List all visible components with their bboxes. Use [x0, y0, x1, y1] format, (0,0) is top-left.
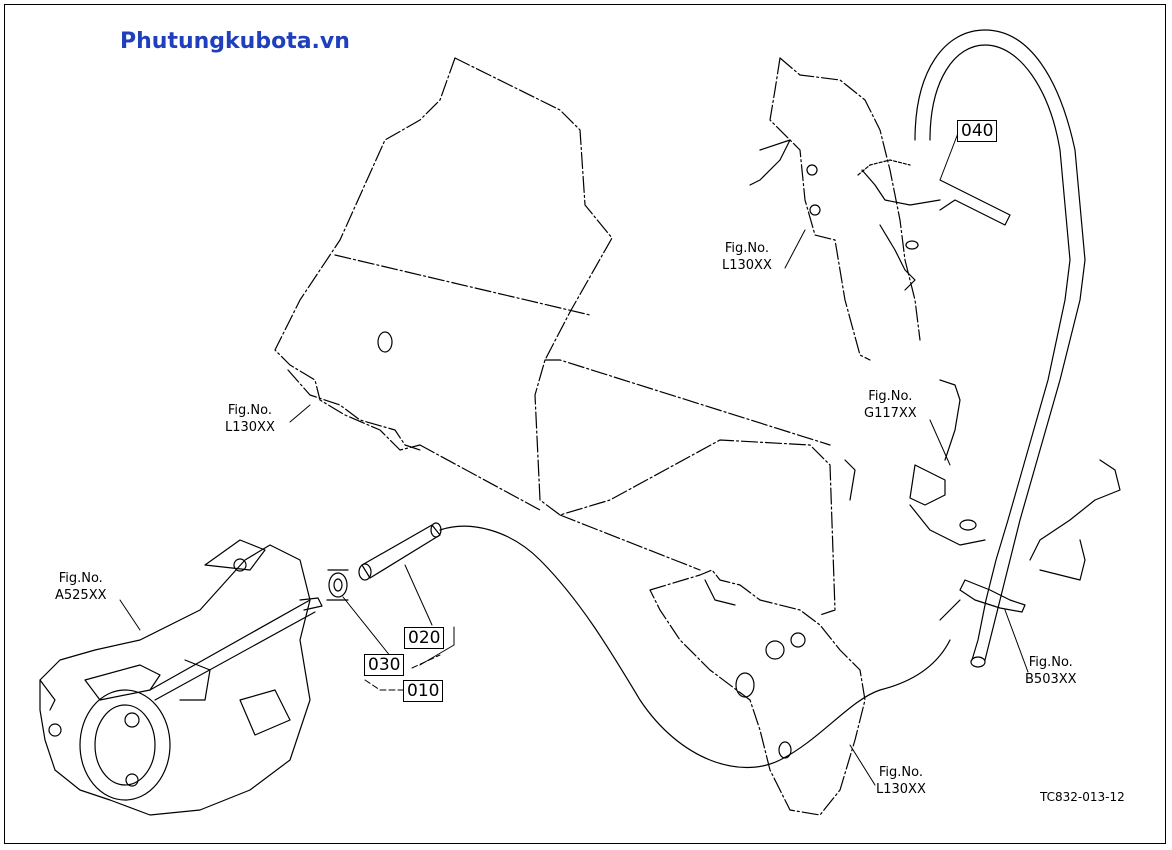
- drawing-code: TC832-013-12: [1040, 790, 1125, 804]
- diagram-frame: [4, 4, 1166, 844]
- fig-ref-g117[interactable]: Fig.No. G117XX: [864, 388, 917, 422]
- grommet-030: [326, 569, 349, 601]
- part-number-030[interactable]: 030: [364, 654, 405, 676]
- fig-ref-caption: Fig.No.: [227, 403, 272, 418]
- fig-ref-number: B503XX: [1025, 672, 1077, 687]
- fig-ref-number: A525XX: [55, 588, 107, 603]
- g117-bracket: [909, 464, 986, 546]
- fig-ref-caption: Fig.No.: [724, 241, 769, 256]
- fig-ref-number: L130XX: [225, 420, 275, 435]
- fig-ref-number: L130XX: [876, 782, 926, 797]
- fig-ref-l130-left[interactable]: Fig.No. L130XX: [225, 402, 275, 436]
- bracket-plate: [649, 569, 866, 816]
- site-watermark[interactable]: Phutungkubota.vn: [120, 29, 350, 54]
- fender-panel: [274, 57, 856, 616]
- starter-motor: [39, 539, 323, 816]
- fig-ref-number: L130XX: [722, 258, 772, 273]
- leader-lines: [119, 127, 1029, 786]
- harness-cable: [439, 525, 951, 768]
- part-number-040[interactable]: 040: [957, 120, 998, 142]
- upper-right-frame: [749, 57, 961, 461]
- fig-ref-a525[interactable]: Fig.No. A525XX: [55, 570, 107, 604]
- clamp-040: [857, 159, 1011, 250]
- cable-tie: [939, 579, 1026, 621]
- fig-ref-caption: Fig.No.: [1028, 655, 1073, 670]
- fig-ref-caption: Fig.No.: [878, 765, 923, 780]
- wire-harness-loop: [914, 29, 1121, 668]
- part-number-020[interactable]: 020: [404, 627, 445, 649]
- tube-020: [358, 522, 442, 581]
- part-number-010[interactable]: 010: [403, 680, 444, 702]
- fig-ref-number: G117XX: [864, 406, 917, 421]
- fig-ref-caption: Fig.No.: [58, 571, 103, 586]
- fig-ref-b503[interactable]: Fig.No. B503XX: [1025, 654, 1077, 688]
- fig-ref-caption: Fig.No.: [868, 389, 913, 404]
- fig-ref-l130-top[interactable]: Fig.No. L130XX: [722, 240, 772, 274]
- fig-ref-l130-bottom[interactable]: Fig.No. L130XX: [876, 764, 926, 798]
